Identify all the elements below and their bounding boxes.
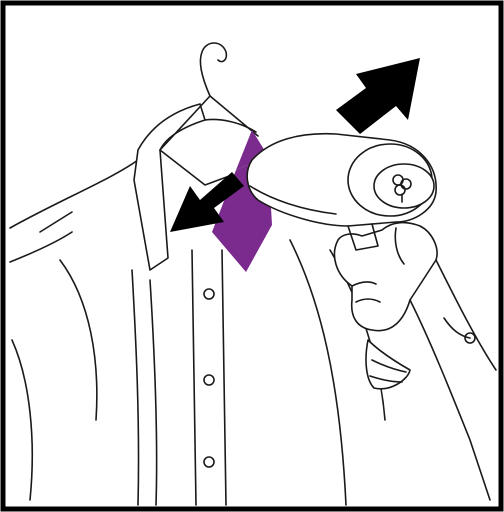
shirt-button — [204, 289, 214, 299]
shirt-left-side — [12, 340, 32, 500]
placket-right — [222, 250, 226, 505]
forearm-upper-edge — [436, 260, 496, 370]
steamer-tank — [366, 340, 410, 389]
shirt-button — [204, 375, 214, 385]
arrow-up-right-icon — [336, 58, 420, 134]
shirt-front-fold-2 — [150, 280, 157, 505]
shirt-fold-curve — [60, 260, 97, 420]
collar-left — [134, 104, 205, 270]
collar-band — [160, 150, 232, 185]
forearm-lower-edge — [410, 300, 490, 500]
shirt-shoulder-line — [10, 160, 138, 228]
shirt-button — [204, 457, 214, 467]
placket-left — [192, 250, 196, 505]
hand-fist — [334, 223, 437, 331]
hanger — [160, 43, 258, 150]
shirt-right-side — [290, 240, 346, 505]
collar-back — [205, 120, 256, 133]
hanger-arm-right — [210, 96, 258, 136]
shirt-front-fold — [132, 270, 139, 505]
hand — [334, 223, 496, 500]
sleeve-crease-line — [40, 212, 72, 232]
hanger-hook — [200, 43, 226, 96]
sleeve-fold-line — [10, 232, 72, 262]
